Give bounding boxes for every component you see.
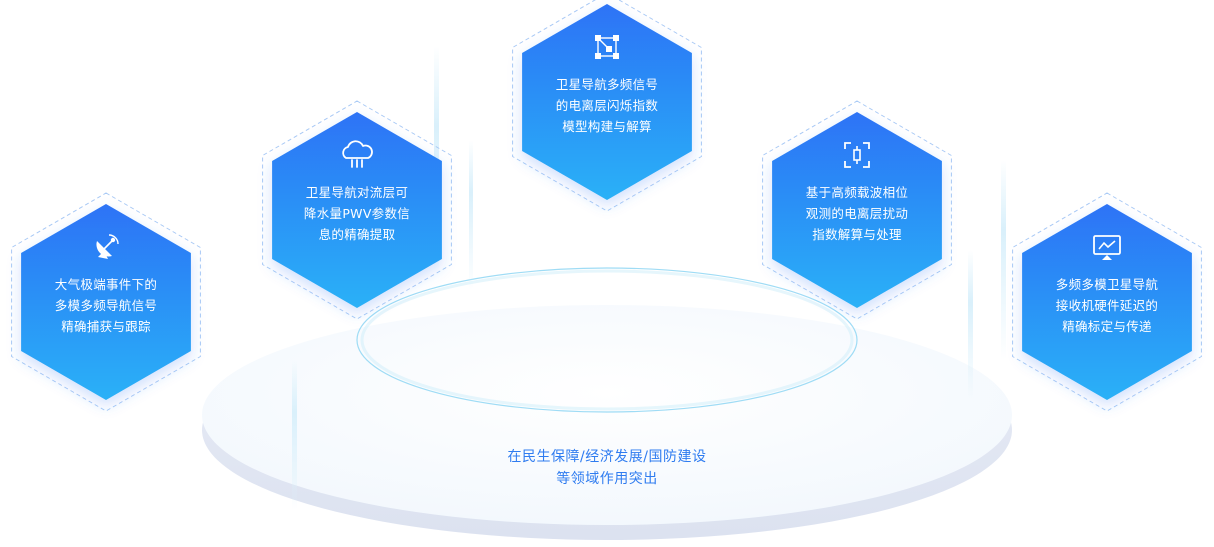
hexagon-body [272,112,442,308]
light-beam [292,360,297,510]
module-line: 卫星导航多频信号 [555,77,659,92]
module-line: 观测的电离层扰动 [805,206,909,221]
module-line: 卫星导航对流层可 [305,185,409,200]
hexagon-body [21,204,191,400]
caption-line-2: 等领域作用突出 [556,471,658,487]
module-text-m3: 卫星导航多频信号 的电离层闪烁指数 模型构建与解算 [517,74,697,137]
module-line: 精确捕获与跟踪 [61,319,151,334]
module-line: 多模多频导航信号 [54,298,158,313]
module-line: 降水量PWV参数信 [303,206,411,221]
module-line: 基于高频载波相位 [805,185,909,200]
hexagon-module-m3 [512,0,702,212]
light-beam [469,140,473,290]
monitor-chart-icon [1093,235,1121,260]
hexagon-module-m1 [11,192,201,412]
platform [202,267,1012,540]
cloud-rain-icon [342,140,373,168]
module-text-m2: 卫星导航对流层可 降水量PWV参数信 息的精确提取 [267,182,447,245]
light-beam [1001,160,1006,360]
hexagon-modules [11,0,1202,412]
module-line: 的电离层闪烁指数 [555,98,659,113]
hexagon-body [522,4,692,200]
network-nodes-icon [595,35,619,59]
hexagon-body [772,112,942,308]
module-line: 接收机硬件延迟的 [1055,298,1159,313]
module-line: 大气极端事件下的 [54,277,158,292]
hexagon-module-m4 [762,100,952,320]
satellite-dish-icon [96,234,119,259]
hexagon-body [1022,204,1192,400]
module-line: 多频多模卫星导航 [1055,277,1159,292]
module-line: 指数解算与处理 [812,227,902,242]
module-line: 息的精确提取 [318,227,396,242]
hexagon-module-m2 [262,100,452,320]
scan-target-icon [844,142,870,168]
module-text-m1: 大气极端事件下的 多模多频导航信号 精确捕获与跟踪 [16,274,196,337]
hexagon-module-m5 [1012,192,1202,412]
caption-line-1: 在民生保障/经济发展/国防建设 [507,449,707,465]
module-line: 模型构建与解算 [562,119,652,134]
platform-ring [356,267,858,413]
platform-caption: 在民生保障/经济发展/国防建设 等领域作用突出 [457,446,757,490]
module-text-m5: 多频多模卫星导航 接收机硬件延迟的 精确标定与传递 [1017,274,1197,337]
module-text-m4: 基于高频载波相位 观测的电离层扰动 指数解算与处理 [767,182,947,245]
light-beam [968,250,973,400]
module-line: 精确标定与传递 [1062,319,1152,334]
